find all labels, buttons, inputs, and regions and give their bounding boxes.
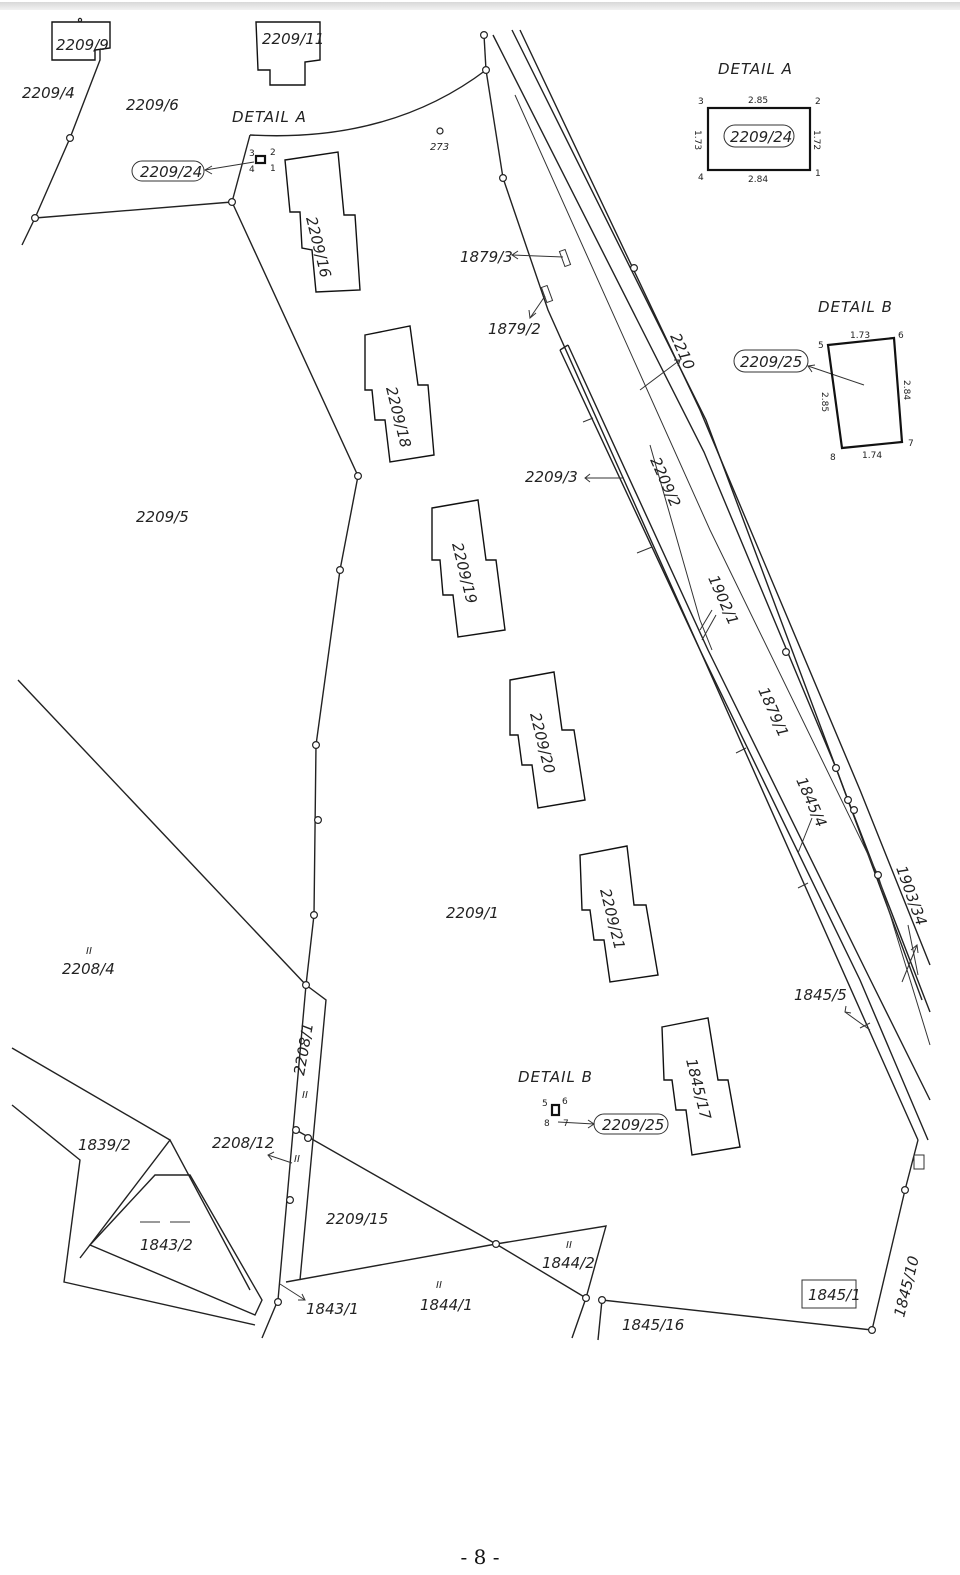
label-detail-a-ref: DETAIL A	[232, 108, 307, 126]
scan-edge-shadow	[0, 2, 960, 10]
label-1903-34: 1903/34	[892, 863, 930, 928]
detail-b-left: 2.85	[819, 392, 829, 412]
label-2209-3: 2209/3	[525, 468, 578, 486]
svg-text:3: 3	[698, 97, 704, 107]
svg-text:2: 2	[270, 148, 276, 158]
label-2209-4: 2209/4	[22, 84, 75, 102]
svg-text:2209/25: 2209/25	[602, 1116, 664, 1134]
parcel-box-1845-1: 1845/1	[801, 1279, 861, 1309]
detail-b-top: 1.73	[850, 331, 870, 341]
label-1844-1: 1844/1	[420, 1296, 473, 1314]
building-1845-17	[661, 1017, 741, 1156]
detail-b-parcel: 2209/25	[740, 353, 802, 371]
svg-text:2209/24: 2209/24	[140, 163, 202, 181]
label-273: 273	[430, 142, 449, 153]
detail-b-title: DETAIL B	[818, 298, 893, 316]
label-1845-16: 1845/16	[622, 1316, 684, 1334]
detail-a-bottom: 2.84	[748, 175, 768, 185]
label-1845-4: 1845/4	[792, 774, 830, 830]
svg-text:8: 8	[830, 453, 836, 463]
boundary-ticks	[540, 248, 925, 1170]
label-2208-1: 2208/1	[290, 1022, 317, 1077]
label-1879-1: 1879/1	[754, 684, 792, 740]
survey-points	[31, 17, 909, 1334]
svg-text:4: 4	[249, 165, 255, 175]
building-2209-11	[255, 21, 321, 86]
label-1879-3: 1879/3	[460, 248, 513, 266]
label-2209-11: 2209/11	[262, 30, 324, 48]
detail-a-title: DETAIL A	[718, 60, 793, 78]
svg-text:5: 5	[542, 1099, 548, 1109]
svg-text:4: 4	[698, 173, 704, 183]
label-1843-1: 1843/1	[306, 1300, 359, 1318]
building-2209-18	[364, 325, 435, 463]
label-1845-10: 1845/10	[890, 1254, 923, 1319]
detail-a-inset: DETAIL A 2209/24 2.85 2.84 1.73 1.72 3 2…	[692, 60, 821, 185]
svg-text:8: 8	[544, 1119, 550, 1129]
building-2209-21	[579, 845, 659, 983]
label-2209-9: 2209/9	[56, 36, 109, 54]
label-2209-2: 2209/2	[646, 454, 684, 510]
label-1902-1: 1902/1	[704, 572, 742, 628]
svg-text:1845/1: 1845/1	[808, 1286, 861, 1304]
marker-b-corners: 5 6 8 7	[542, 1097, 569, 1129]
detail-b-right: 2.84	[901, 380, 911, 400]
mark-ii-2208-12: II	[294, 1154, 300, 1165]
detail-a-right: 1.72	[811, 130, 821, 150]
svg-text:6: 6	[898, 331, 904, 341]
svg-text:1: 1	[270, 164, 276, 174]
label-1844-2: 1844/2	[542, 1254, 595, 1272]
parcel-tag-2209-24: 2209/24	[131, 160, 205, 182]
label-2209-1: 2209/1	[446, 904, 499, 922]
small-parcel-markers	[140, 154, 561, 1223]
label-2208-12: 2208/12	[212, 1134, 274, 1152]
svg-text:2: 2	[815, 97, 821, 107]
parcel-tag-2209-25: 2209/25	[593, 1113, 669, 1135]
detail-a-left: 1.73	[692, 130, 702, 150]
building-2209-16	[284, 151, 361, 293]
label-1845-5: 1845/5	[794, 986, 847, 1004]
page-number: - 8 -	[460, 1545, 500, 1569]
svg-text:3: 3	[249, 149, 255, 159]
svg-text:1: 1	[815, 169, 821, 179]
building-2209-20	[509, 671, 586, 809]
label-2208-4: 2208/4	[62, 960, 115, 978]
detail-b-bottom: 1.74	[862, 451, 882, 461]
detail-b-inset: DETAIL B 2209/25 1.73 1.74 2.85 2.84 5 6…	[733, 298, 914, 463]
svg-text:7: 7	[908, 439, 914, 449]
svg-text:5: 5	[818, 341, 824, 351]
label-2209-6: 2209/6	[126, 96, 179, 114]
label-1843-2: 1843/2	[140, 1236, 193, 1254]
detail-a-parcel: 2209/24	[730, 128, 792, 146]
label-2209-5: 2209/5	[136, 508, 189, 526]
parcel-labels: 2209/9 2209/11 2209/4 2209/6 DETAIL A 27…	[22, 30, 930, 1334]
svg-text:7: 7	[563, 1119, 569, 1129]
leader-arrows	[203, 161, 919, 1301]
building-2209-19	[431, 499, 506, 638]
mark-ii-2208-4: II	[86, 946, 92, 957]
marker-a-corners: 3 2 4 1	[249, 148, 276, 175]
label-2209-15: 2209/15	[326, 1210, 388, 1228]
parcel-boundaries	[11, 29, 931, 1341]
mark-ii-1844-1: II	[436, 1280, 442, 1291]
svg-text:6: 6	[562, 1097, 568, 1107]
label-1879-2: 1879/2	[488, 320, 541, 338]
label-1839-2: 1839/2	[78, 1136, 131, 1154]
mark-ii-2208-1: II	[302, 1090, 308, 1101]
label-detail-b-ref: DETAIL B	[518, 1068, 593, 1086]
mark-ii-1844-2: II	[566, 1240, 572, 1251]
building-2209-9	[51, 21, 111, 61]
detail-a-top: 2.85	[748, 96, 768, 106]
